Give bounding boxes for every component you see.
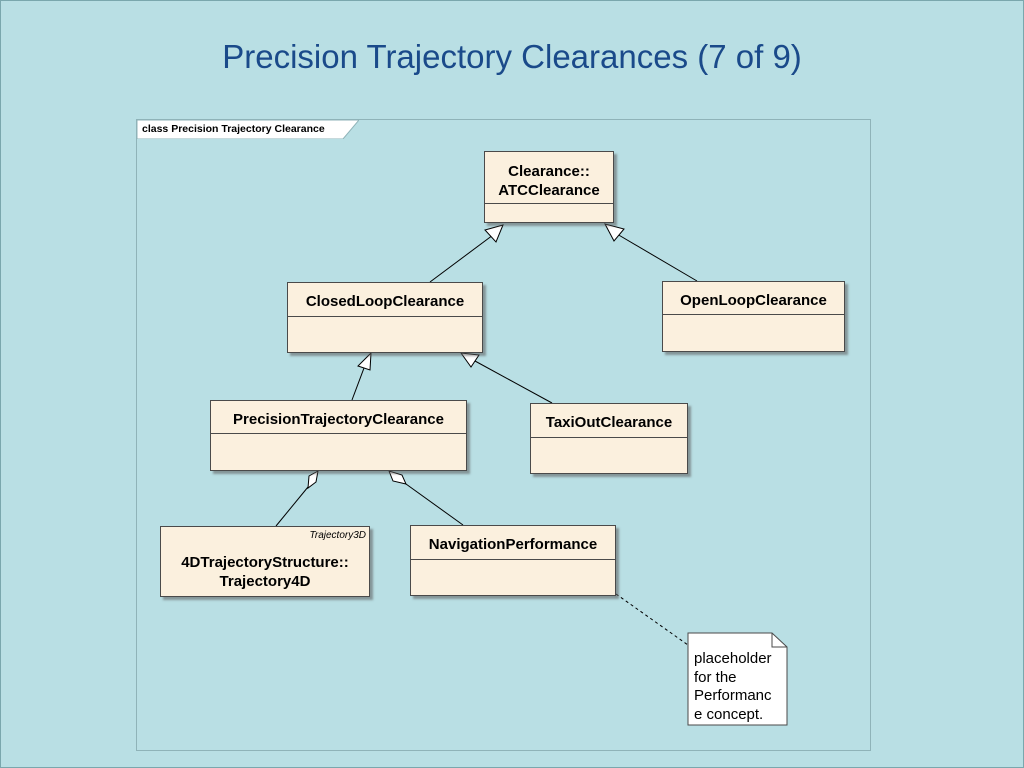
class-taxi-out-clearance[interactable]: TaxiOutClearance — [530, 403, 688, 474]
edge-taxiout-closedloop — [474, 360, 553, 404]
note-fold — [771, 633, 787, 648]
class-precision-trajectory-clearance-name: PrecisionTrajectoryClearance — [211, 401, 466, 434]
class-trajectory4d-line1: 4DTrajectoryStructure:: — [181, 554, 349, 571]
diamond-trajectory4d — [307, 470, 319, 490]
class-trajectory4d-title: 4DTrajectoryStructure:: Trajectory4D — [161, 553, 369, 591]
class-trajectory4d[interactable]: Trajectory3D 4DTrajectoryStructure:: Tra… — [160, 526, 370, 597]
arrowhead-precision-closedloop — [357, 351, 372, 371]
edge-openloop-atc — [616, 233, 698, 282]
note-link — [615, 593, 689, 646]
note-line: for the — [694, 668, 737, 686]
class-precision-trajectory-clearance[interactable]: PrecisionTrajectoryClearance — [210, 400, 467, 471]
class-atc-clearance-divider — [485, 203, 613, 204]
slide-title: Precision Trajectory Clearances (7 of 9) — [222, 38, 802, 75]
frame-tab — [137, 120, 359, 139]
edge-closedloop-atc — [429, 234, 494, 283]
note-line: e concept. — [694, 705, 764, 723]
arrowhead-taxiout-closedloop — [459, 352, 480, 368]
frame-label: class Precision Trajectory Clearance — [142, 123, 325, 135]
class-trajectory4d-line2: Trajectory4D — [219, 573, 311, 590]
edge-trajectory4d-precision — [275, 486, 309, 527]
diamond-navperf — [388, 470, 407, 485]
note-line: placeholder — [694, 650, 772, 667]
class-navigation-performance[interactable]: NavigationPerformance — [410, 525, 616, 596]
class-atc-clearance-line1: Clearance:: — [508, 163, 590, 180]
class-open-loop-clearance[interactable]: OpenLoopClearance — [662, 281, 845, 352]
class-open-loop-clearance-name: OpenLoopClearance — [663, 282, 844, 315]
class-atc-clearance-line2: ATCClearance — [498, 182, 600, 199]
class-trajectory4d-stereotype: Trajectory3D — [309, 530, 367, 541]
edge-precision-closedloop — [351, 367, 365, 401]
note-text[interactable]: placeholder for the Performanc e concept… — [694, 650, 789, 724]
edge-navperf-precision — [405, 483, 464, 526]
diagram-frame — [136, 119, 871, 751]
note-line: Performanc — [694, 687, 772, 704]
class-closed-loop-clearance[interactable]: ClosedLoopClearance — [287, 282, 483, 353]
arrowhead-openloop-atc — [604, 223, 625, 242]
class-taxi-out-clearance-name: TaxiOutClearance — [531, 404, 687, 438]
class-closed-loop-clearance-name: ClosedLoopClearance — [288, 283, 482, 317]
class-navigation-performance-name: NavigationPerformance — [411, 526, 615, 560]
arrowhead-closedloop-atc — [484, 224, 504, 243]
class-atc-clearance[interactable]: Clearance:: ATCClearance — [484, 151, 614, 223]
note-shape — [687, 632, 788, 726]
